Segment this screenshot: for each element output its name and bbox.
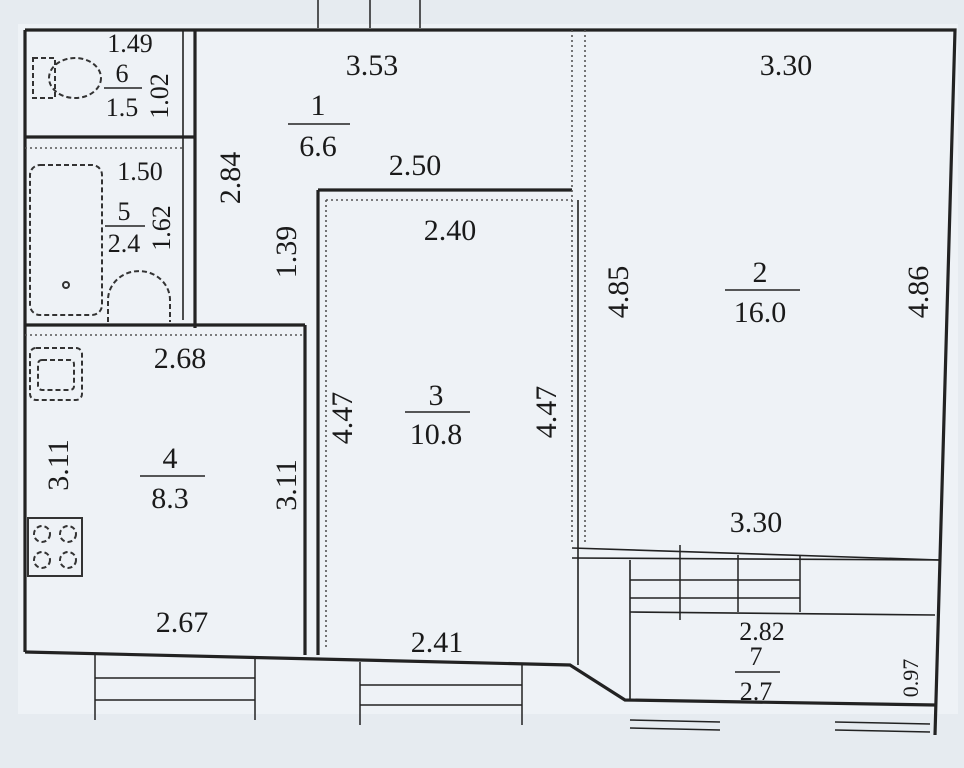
dim-living-top: 3.30 [760,49,813,82]
dim-bath-top: 1.50 [117,157,163,186]
dim-wc-top: 1.49 [107,29,153,58]
living-partition [571,30,586,665]
dim-hall-mid: 2.50 [389,149,442,182]
top-window-mark [317,0,421,28]
dim-balcony-depth: 0.97 [898,659,923,698]
outer-walls [23,28,957,736]
dim-balcony-width: 2.82 [739,617,785,646]
balcony-walls [571,545,941,733]
dim-hall-lower: 1.39 [270,226,303,279]
room-number: 7 [750,642,763,671]
room-label-4: 4 8.3 [140,442,205,515]
dim-bed-right: 4.47 [530,386,563,439]
hall-walls [195,188,572,655]
dim-kitchen-right: 3.11 [270,459,303,510]
bottom-window-marks [94,655,523,725]
toilet-icon [32,57,102,99]
dim-kitchen-top: 2.68 [154,342,207,375]
room-area: 6.6 [299,130,337,163]
dim-kitchen-bottom: 2.67 [156,606,209,639]
room-number: 6 [116,59,129,88]
room-number: 1 [311,89,326,122]
bathroom-walls [25,30,305,336]
room-label-5: 5 2.4 [105,197,145,258]
room-number: 2 [753,256,768,289]
dim-bed-top: 2.40 [424,214,477,247]
bathtub-icon [29,164,103,316]
dim-bed-left: 4.47 [326,392,359,445]
kitchen-sink-icon [29,347,83,401]
room-label-6: 6 1.5 [104,59,142,122]
dim-living-right: 4.86 [902,266,935,319]
room-area: 2.4 [108,229,141,258]
sink-icon [107,270,171,322]
room-area: 8.3 [151,482,189,515]
room-area: 2.7 [740,677,773,706]
dim-kitchen-left: 3.11 [42,439,75,490]
room-number: 4 [163,442,178,475]
dim-hall-height: 2.84 [214,152,247,205]
room-area: 1.5 [106,93,139,122]
dim-bed-bottom: 2.41 [411,626,464,659]
dim-bath-side: 1.62 [147,205,176,251]
stove-icon [27,517,83,577]
room-label-1: 1 6.6 [288,89,350,163]
dim-wc-side: 1.02 [145,73,174,119]
dim-hall-top: 3.53 [346,49,399,82]
room-number: 5 [118,197,131,226]
room-label-3: 3 10.8 [405,379,470,451]
room-number: 3 [429,379,444,412]
room-label-7: 7 2.7 [735,642,780,706]
room-area: 16.0 [734,296,787,329]
room-area: 10.8 [410,418,463,451]
dim-living-bottom: 3.30 [730,506,783,539]
dim-living-left: 4.85 [602,266,635,319]
room-label-2: 2 16.0 [725,256,800,329]
